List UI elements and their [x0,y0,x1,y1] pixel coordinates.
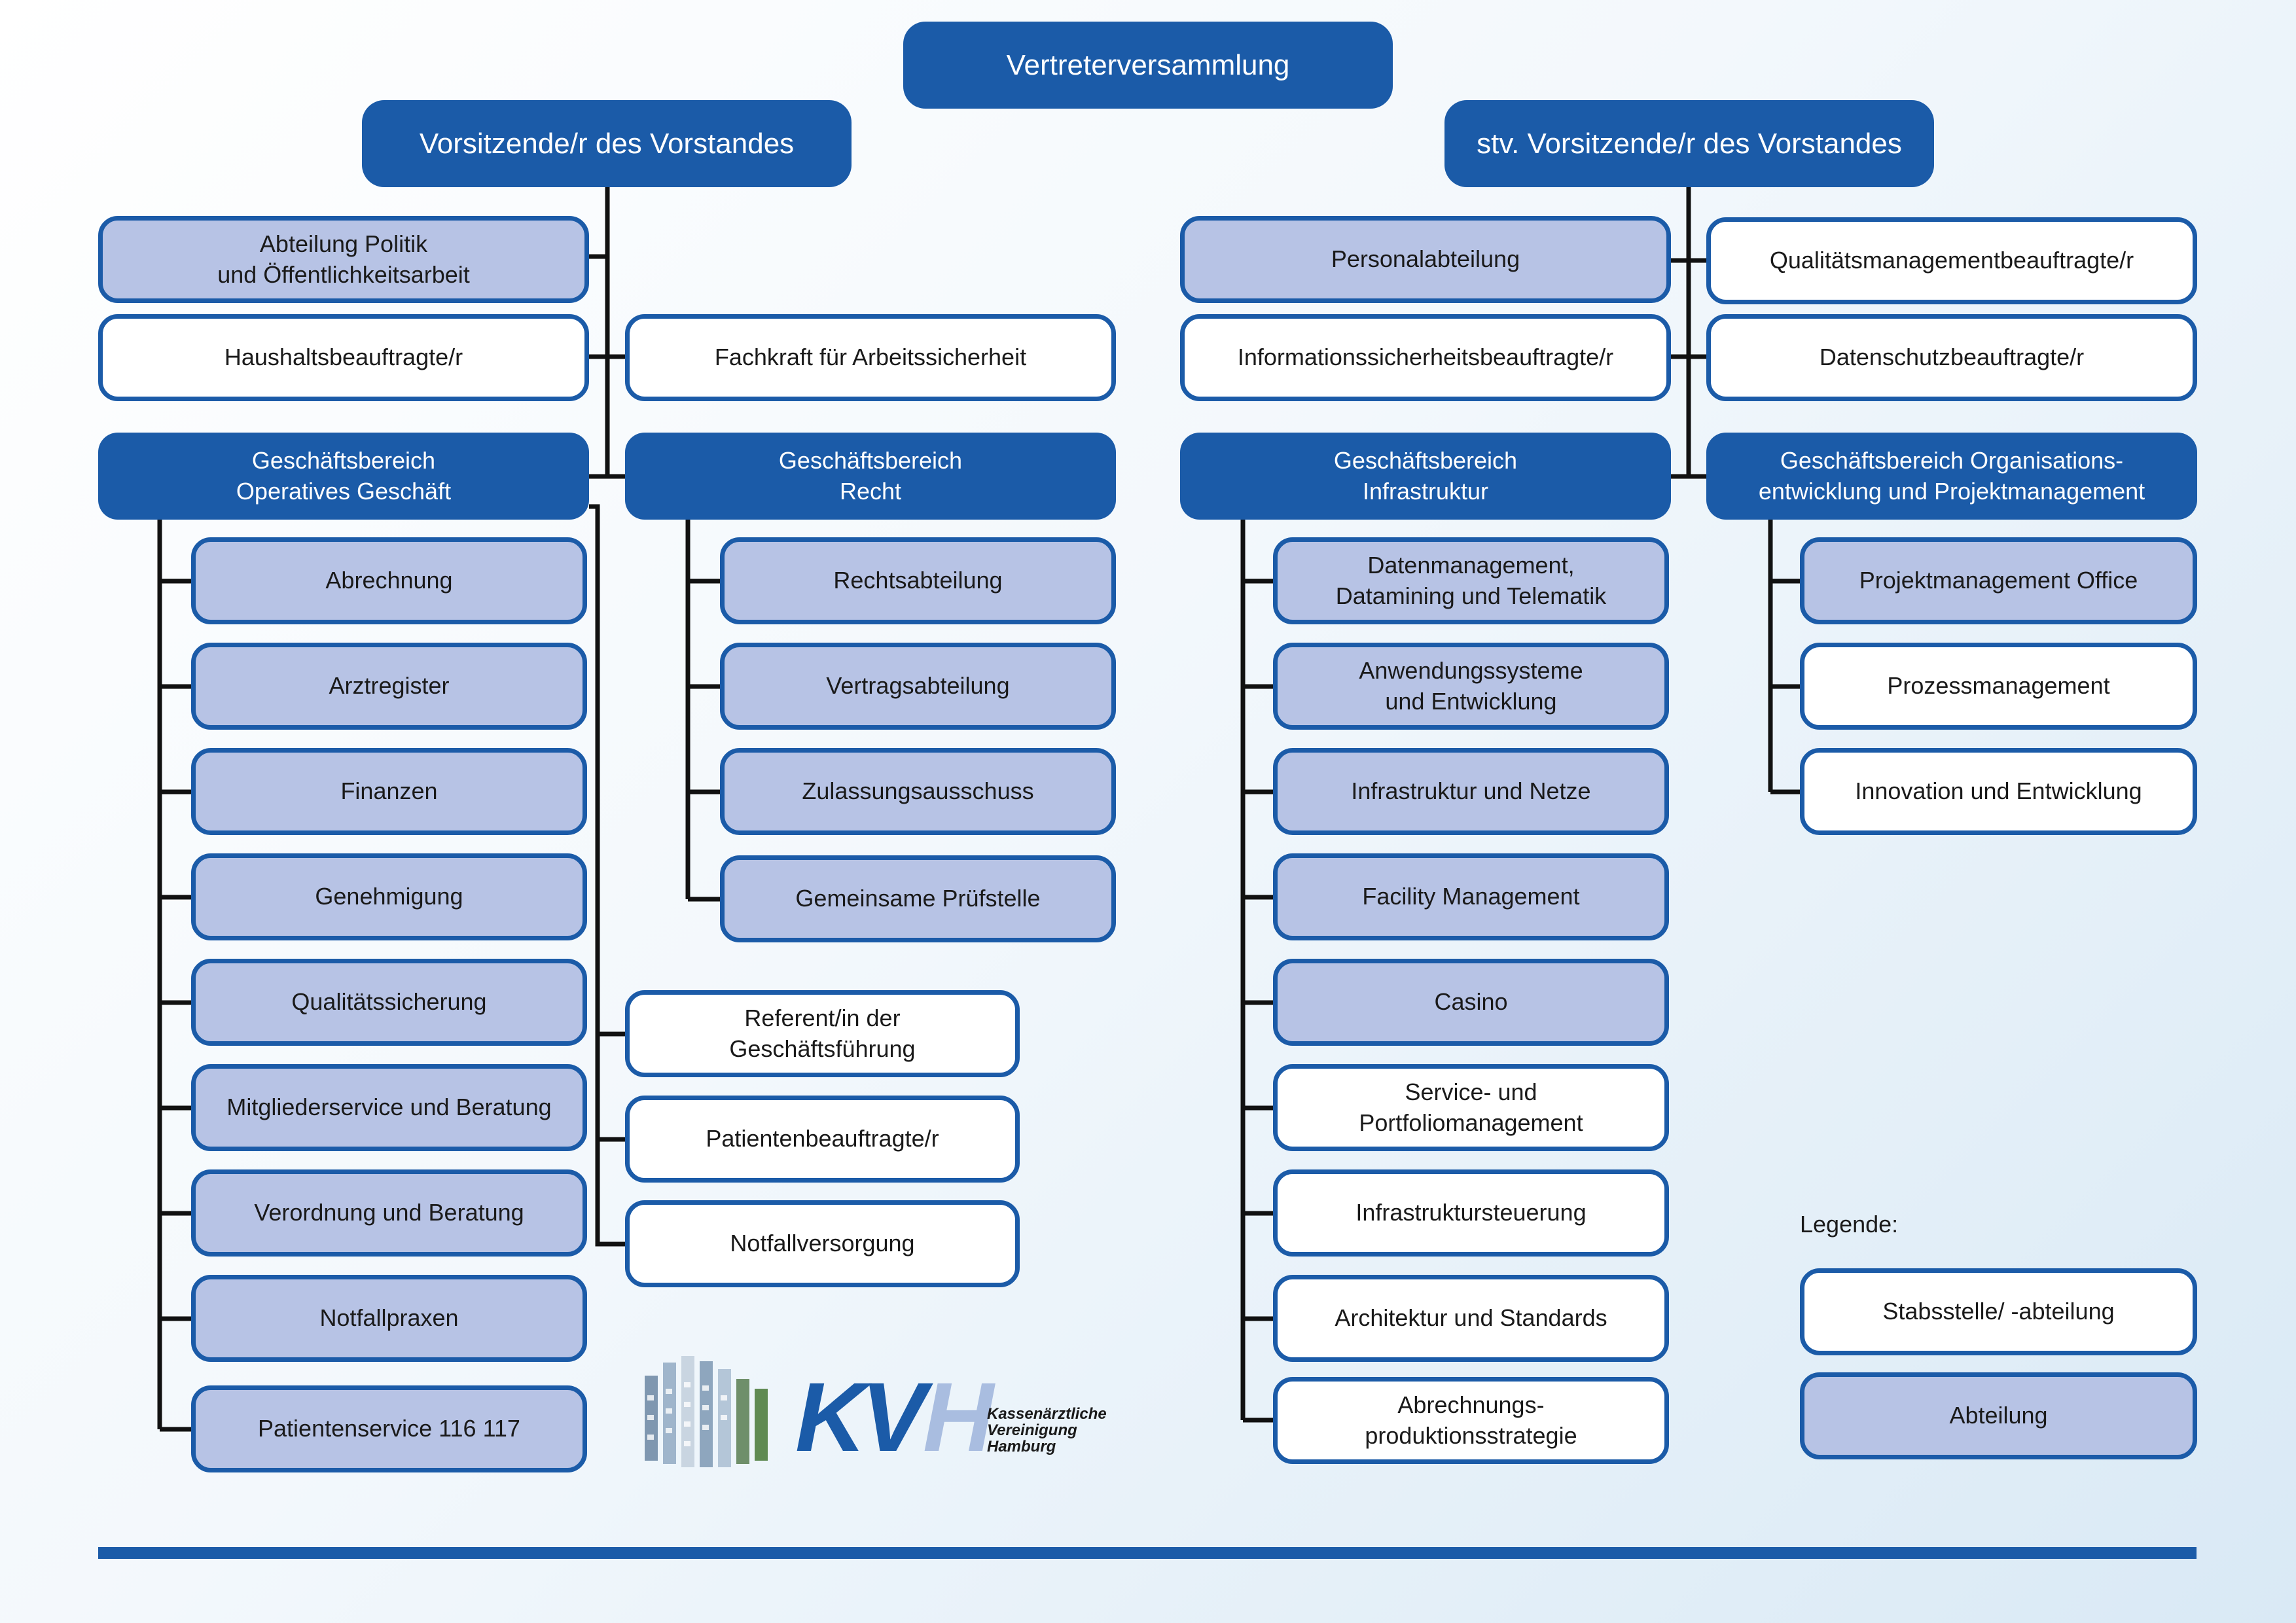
department-box: Casino [1273,959,1669,1046]
staff-box: Referent/in der Geschäftsführung [625,990,1020,1077]
logo-text: Kassenärztliche Vereinigung Hamburg [987,1406,1107,1455]
department-box: Rechtsabteilung [720,537,1116,624]
department-box: Facility Management [1273,853,1669,940]
kvh-lettermark: KV H [795,1362,996,1472]
staff-box: Patientenbeauftragte/r [625,1096,1020,1183]
assembly-box: Vertreterversammlung [903,22,1393,109]
staff-box: Service- und Portfoliomanagement [1273,1064,1669,1151]
department-box: Verordnung und Beratung [191,1169,587,1257]
bottom-divider [98,1547,2197,1559]
department-box: Gemeinsame Prüfstelle [720,855,1116,942]
chair-box: Vorsitzende/r des Vorstandes [362,100,852,187]
kvh-logo: KV H [645,1356,996,1472]
legend-department-box: Abteilung [1800,1372,2197,1459]
department-box: Zulassungsausschuss [720,748,1116,835]
department-box: Anwendungssysteme und Entwicklung [1273,643,1669,730]
department-box: Vertragsabteilung [720,643,1116,730]
logo-line-3: Hamburg [987,1438,1056,1455]
staff-box: Innovation und Entwicklung [1800,748,2197,835]
department-box: Arztregister [191,643,587,730]
logo-line-1: Kassenärztliche [987,1405,1107,1423]
vice-chair-box: stv. Vorsitzende/r des Vorstandes [1444,100,1934,187]
infosec-officer: Informationssicherheitsbeauftragte/r [1180,314,1671,401]
department-box: Projektmanagement Office [1800,537,2197,624]
department-box: Infrastruktur und Netze [1273,748,1669,835]
department-box: Finanzen [191,748,587,835]
logo-line-2: Vereinigung [987,1421,1077,1439]
legend-staff-box: Stabsstelle/ -abteilung [1800,1268,2197,1355]
personnel-department: Personalabteilung [1180,216,1671,303]
division-infrastructure: Geschäftsbereich Infrastruktur [1180,433,1671,520]
staff-box: Notfallversorgung [625,1200,1020,1287]
staff-box: Infrastruktursteuerung [1273,1169,1669,1257]
department-box: Qualitätssicherung [191,959,587,1046]
department-box: Mitgliederservice und Beratung [191,1064,587,1151]
department-box: Datenmanagement, Datamining und Telemati… [1273,537,1669,624]
department-box: Abrechnung [191,537,587,624]
svg-text:KV: KV [795,1362,933,1472]
department-box: Genehmigung [191,853,587,940]
division-operations: Geschäftsbereich Operatives Geschäft [98,433,589,520]
staff-box: Abrechnungs- produktionsstrategie [1273,1377,1669,1464]
staff-box: Architektur und Standards [1273,1275,1669,1362]
privacy-officer: Datenschutzbeauftragte/r [1706,314,2197,401]
building-image [645,1356,768,1467]
legend-title: Legende: [1800,1211,1899,1238]
division-law: Geschäftsbereich Recht [625,433,1116,520]
department-box: Notfallpraxen [191,1275,587,1362]
safety-officer: Fachkraft für Arbeitssicherheit [625,314,1116,401]
division-orgdev: Geschäftsbereich Organisations- entwickl… [1706,433,2197,520]
svg-text:H: H [923,1362,996,1472]
politics-department: Abteilung Politik und Öffentlichkeitsarb… [98,216,589,303]
department-box: Patientenservice 116 117 [191,1385,587,1472]
quality-officer: Qualitätsmanagementbeauftragte/r [1706,217,2197,304]
staff-box: Prozessmanagement [1800,643,2197,730]
budget-officer: Haushaltsbeauftragte/r [98,314,589,401]
